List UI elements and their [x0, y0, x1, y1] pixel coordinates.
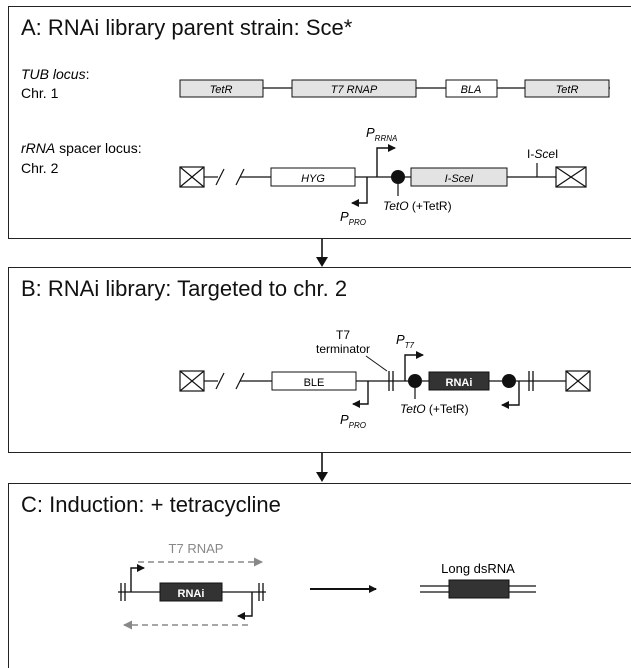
svg-text:RNAi: RNAi — [446, 377, 473, 389]
long-dsrna-icon — [420, 579, 536, 599]
p-pro-label: PPRO — [340, 209, 366, 227]
promoter-p-pro-b-arrow — [352, 381, 369, 408]
svg-text:BLA: BLA — [461, 84, 482, 96]
p-rrna-label: PRRNA — [366, 125, 397, 143]
t7-terminator-icon — [388, 371, 394, 391]
terminator-c-left-icon — [120, 583, 126, 601]
promoter-c-reverse-arrow — [237, 592, 253, 620]
i-scei-site-label: I-SceI — [527, 147, 558, 161]
teto-operator-b-right-icon — [502, 374, 516, 388]
crossed-box-right-b-icon — [565, 370, 591, 392]
gene-bla: BLA — [445, 79, 498, 98]
break-mark-icon — [215, 168, 245, 186]
crossed-box-left-b-icon — [179, 370, 205, 392]
svg-text:BLE: BLE — [304, 377, 325, 389]
gene-ble: BLE — [271, 371, 357, 391]
arrow-b-to-c-icon — [316, 453, 328, 482]
gene-tetr-left: TetR — [179, 79, 264, 98]
svg-text:TetR: TetR — [556, 84, 579, 96]
gene-tetr-right: TetR — [524, 79, 610, 98]
crossed-box-left-icon — [179, 166, 205, 188]
crossed-box-right-icon — [555, 166, 587, 188]
break-mark-b-icon — [215, 372, 245, 390]
promoter-p-pro-arrow — [351, 177, 368, 207]
svg-text:TetR: TetR — [210, 84, 233, 96]
t7-terminator-label-line2: terminator — [316, 342, 370, 356]
promoter-p-t7-arrow — [404, 351, 424, 381]
rrna-locus-label: rRNA spacer locus: — [21, 140, 142, 156]
teto-label-b: TetO (+TetR) — [400, 402, 469, 416]
svg-text:HYG: HYG — [301, 173, 325, 185]
arrow-a-to-b-icon — [316, 239, 328, 267]
promoter-reverse-b-right-arrow — [501, 381, 520, 409]
t7-terminator-pointer — [365, 355, 388, 372]
terminator-b-right-icon — [528, 371, 534, 391]
promoter-p-rrna-arrow — [376, 144, 396, 177]
rnai-insert-c: RNAi — [159, 582, 223, 602]
panel-c: C: Induction: + tetracycline — [8, 483, 631, 668]
svg-text:I-SceI: I-SceI — [445, 173, 474, 185]
terminator-c-right-icon — [258, 583, 264, 601]
p-t7-label: PT7 — [396, 332, 415, 350]
svg-text:T7 RNAP: T7 RNAP — [331, 84, 378, 96]
promoter-c-forward-arrow — [130, 564, 145, 592]
teto-label-a: TetO (+TetR) — [383, 199, 452, 213]
t7-rnap-label-c: T7 RNAP — [169, 541, 224, 556]
tub-chr-label: Chr. 1 — [21, 85, 59, 101]
svg-text:RNAi: RNAi — [178, 588, 205, 600]
gene-i-scei: I-SceI — [410, 167, 508, 187]
panel-c-title: C: Induction: + tetracycline — [21, 492, 281, 517]
panel-b: B: RNAi library: Targeted to chr. 2 — [8, 267, 631, 453]
teto-operator-b-left-icon — [408, 374, 422, 399]
gene-hyg: HYG — [270, 167, 356, 187]
panel-b-title: B: RNAi library: Targeted to chr. 2 — [21, 276, 348, 301]
long-dsrna-label: Long dsRNA — [441, 561, 515, 576]
rrna-chr-label: Chr. 2 — [21, 160, 59, 176]
gene-t7-rnap: T7 RNAP — [291, 79, 417, 98]
rnai-insert-b: RNAi — [428, 371, 490, 391]
teto-operator-icon — [391, 170, 405, 196]
panel-a-title: A: RNAi library parent strain: Sce* — [21, 15, 353, 40]
p-pro-b-label: PPRO — [340, 412, 366, 430]
tub-locus-label: TUB locus: — [21, 66, 89, 82]
panel-a: A: RNAi library parent strain: Sce* — [8, 6, 631, 239]
t7-terminator-label-line1: T7 — [336, 328, 350, 342]
